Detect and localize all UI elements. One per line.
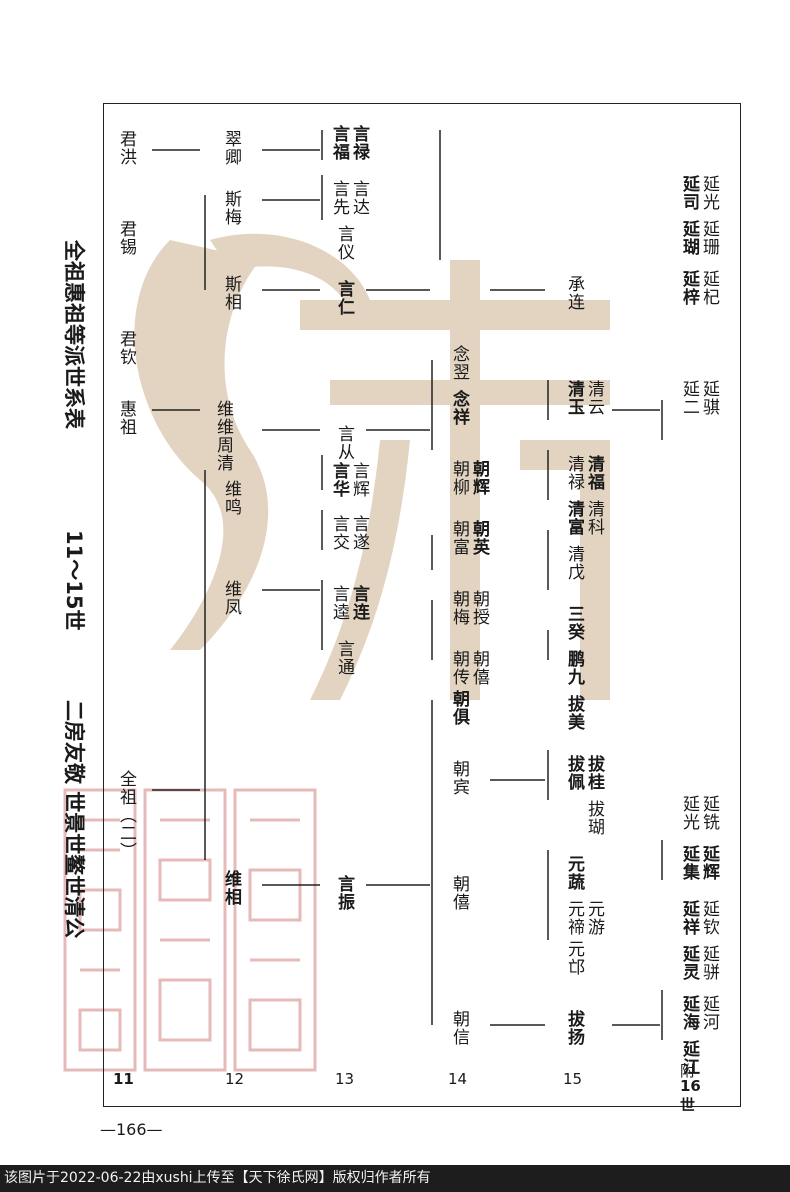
- name-g16: 延海: [679, 995, 699, 1031]
- name-g15: 三癸: [564, 605, 584, 641]
- name-g12: 维相: [221, 870, 241, 906]
- name-g12: 斯梅: [221, 190, 241, 226]
- name-g13: 言辉: [349, 462, 369, 498]
- name-g15: 承连: [564, 275, 584, 311]
- name-g15: 元游: [584, 900, 604, 936]
- name-g15: 清戊: [564, 545, 584, 581]
- name-g14: 朝僖: [469, 650, 489, 686]
- name-g13: 言通: [334, 640, 354, 676]
- name-g14: 朝传: [449, 650, 469, 686]
- gen-label-14: 14: [448, 1070, 468, 1088]
- name-g15: 拔美: [564, 695, 584, 731]
- branch-block: 二房友敬 世景世鳌世清公: [60, 700, 90, 938]
- name-g16: 延江: [679, 1040, 699, 1076]
- name-g13: 言从: [334, 425, 354, 461]
- name-g16: 延梓: [679, 270, 699, 306]
- name-g15: 拔桂: [584, 755, 604, 791]
- name-g15: 清科: [584, 500, 604, 536]
- name-g16: 延珊: [699, 220, 719, 256]
- name-g11: 全祖（二）: [116, 770, 136, 860]
- main-title: 全祖惠祖等派世系表: [62, 240, 86, 429]
- table-frame: [103, 103, 741, 1107]
- name-g15: 清云: [584, 380, 604, 416]
- name-g13: 言连: [349, 585, 369, 621]
- name-g13: 言仁: [334, 280, 354, 316]
- name-g12: 维凤: [221, 580, 241, 616]
- name-g14: 朝富: [449, 520, 469, 556]
- name-g16: 延司: [679, 175, 699, 211]
- name-g16: 延铣: [699, 795, 719, 831]
- name-g15: 拔扬: [564, 1010, 584, 1046]
- name-g15: 元蔬: [564, 855, 584, 891]
- name-g13: 言遂: [349, 515, 369, 551]
- name-g13: 言逵: [329, 585, 349, 621]
- name-g13: 言振: [334, 875, 354, 911]
- branch-title: 二房友敬 世景世鳌世清公: [62, 700, 86, 939]
- name-g16: 延集: [679, 845, 699, 881]
- name-g16: 延瑚: [679, 220, 699, 256]
- name-g16: 延灵: [679, 945, 699, 981]
- name-g14: 朝柳: [449, 460, 469, 496]
- gen-label-12: 12: [225, 1070, 245, 1088]
- name-g15: 鹏九: [564, 650, 584, 686]
- name-g16: 延骈: [699, 945, 719, 981]
- name-g16: 延河: [699, 995, 719, 1031]
- upload-notice-footer: 该图片于2022-06-22由xushi上传至【天下徐氏网】版权归作者所有: [0, 1165, 790, 1192]
- gen-label-13: 13: [335, 1070, 355, 1088]
- name-g16: 延祥: [679, 900, 699, 936]
- name-g16: 延辉: [699, 845, 719, 881]
- name-g11: 君洪: [116, 130, 136, 166]
- gen-label-15: 15: [563, 1070, 583, 1088]
- name-g11: 君锡: [116, 220, 136, 256]
- name-g14: 朝辉: [469, 460, 489, 496]
- name-g16: 延杞: [699, 270, 719, 306]
- name-g15: 元禘: [564, 900, 584, 936]
- name-g14: 朝授: [469, 590, 489, 626]
- name-g15: 拔瑚: [584, 800, 604, 836]
- range-block: 11～15世: [60, 530, 90, 630]
- name-g14: 朝宾: [449, 760, 469, 796]
- gen-label-shi: 世: [680, 1096, 696, 1114]
- name-g15: 清禄: [564, 455, 584, 491]
- name-g12: 维鸣: [221, 480, 241, 516]
- name-g13: 言先: [329, 180, 349, 216]
- name-g14: 朝英: [469, 520, 489, 556]
- name-g15: 清福: [584, 455, 604, 491]
- name-g14: 朝僖: [449, 875, 469, 911]
- header-block: 全祖惠祖等派世系表: [60, 240, 90, 429]
- name-g16: 延二: [679, 380, 699, 416]
- name-g13: 言禄: [349, 125, 369, 161]
- name-g12: 维维周清: [213, 400, 233, 472]
- page-number: —166—: [100, 1120, 163, 1139]
- name-g12: 斯相: [221, 275, 241, 311]
- gen-label-appendix: 附: [680, 1062, 696, 1080]
- name-g13: 言交: [329, 515, 349, 551]
- name-g13: 言福: [329, 125, 349, 161]
- name-g13: 言达: [349, 180, 369, 216]
- gen-label-11: 11: [113, 1070, 134, 1088]
- name-g13: 言仪: [334, 225, 354, 261]
- name-g11: 惠祖: [116, 400, 136, 436]
- name-g15: 清富: [564, 500, 584, 536]
- name-g16: 延光: [699, 175, 719, 211]
- name-g14: 朝梅: [449, 590, 469, 626]
- name-g16: 延光: [679, 795, 699, 831]
- name-g14: 念祥: [449, 390, 469, 426]
- xu-clan-watermark-logo: [134, 233, 610, 700]
- name-g14: 朝信: [449, 1010, 469, 1046]
- gen-label-16: 16: [680, 1077, 701, 1095]
- name-g12: 翠卿: [221, 130, 241, 166]
- name-g14: 朝俱: [449, 690, 469, 726]
- generation-range: 11～15世: [62, 530, 86, 631]
- name-g15: 清玉: [564, 380, 584, 416]
- name-g13: 言华: [329, 462, 349, 498]
- name-g15: 元邙: [564, 940, 584, 976]
- name-g16: 延骐: [699, 380, 719, 416]
- name-g16: 延钦: [699, 900, 719, 936]
- name-g14: 念翌: [449, 345, 469, 381]
- name-g11: 君钦: [116, 330, 136, 366]
- name-g15: 拔佩: [564, 755, 584, 791]
